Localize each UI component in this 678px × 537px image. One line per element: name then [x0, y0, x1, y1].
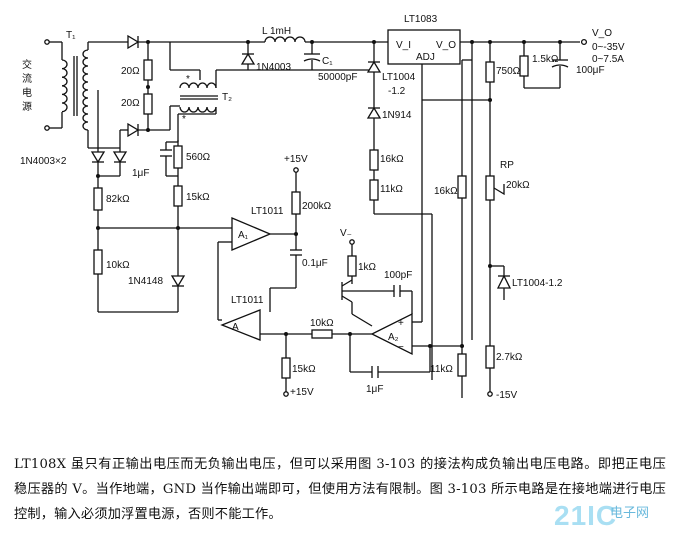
- figure-caption: LT108X 虽只有正输出电压而无负输出电压，但可以采用图 3-103 的接法构…: [14, 457, 666, 522]
- c1-val-label: 50000pF: [318, 72, 357, 83]
- r15k-b-label: 15kΩ: [292, 364, 316, 375]
- a2-label: A₂: [388, 332, 399, 343]
- reg-adj-label: ADJ: [416, 52, 435, 63]
- c1uf-a-label: 1μF: [132, 168, 149, 179]
- comparator-lt1011: A LT1011 10kΩ 15kΩ +15V 1μF: [220, 295, 430, 398]
- r20b-label: 20Ω: [121, 98, 140, 109]
- ac-source-char-3: 电: [22, 86, 32, 99]
- reg-vo-label: V_O: [436, 40, 456, 51]
- d-1n4003-bridge-label: 1N4003×2: [20, 156, 67, 167]
- watermark-sub: 电子网: [610, 506, 650, 521]
- r750-label: 750Ω: [496, 66, 521, 77]
- main-rail: L 1mH 1N4003 C₁ 50000pF LT1004 -1.2 1N91…: [170, 26, 432, 215]
- r560-c1uf: 560Ω 1μF 15kΩ 1N4148: [98, 140, 232, 313]
- t1-label: T₁: [66, 30, 76, 41]
- watermark-main: 21IC: [554, 500, 618, 531]
- output-network: V_O 0~-35V 0~7.5A 16kΩ 11kΩ 750Ω 1.5kΩ 1…: [430, 28, 625, 401]
- r200k-label: 200kΩ: [302, 201, 332, 212]
- r15k-a-label: 15kΩ: [186, 192, 210, 203]
- transformer-t1: T₁ 交 流 电 源: [22, 30, 89, 131]
- vo-range2-label: 0~7.5A: [592, 54, 624, 65]
- vo-range1-label: 0~-35V: [592, 42, 625, 53]
- r11k-b-label: 11kΩ: [430, 364, 453, 375]
- t2-star-1: *: [186, 74, 190, 85]
- circuit-schematic: T₁ 交 流 电 源 20Ω 20Ω: [20, 14, 625, 401]
- r10k-b-label: 10kΩ: [310, 318, 334, 329]
- v-minus-label: V₋: [340, 228, 352, 239]
- lt1004-a2-label: -1.2: [388, 86, 406, 97]
- c1-label: C₁: [322, 56, 333, 67]
- d-1n4003-label: 1N4003: [256, 62, 291, 73]
- r1-5k-label: 1.5kΩ: [532, 54, 559, 65]
- a2-minus: −: [398, 342, 404, 353]
- rp20k-label: 20kΩ: [506, 180, 530, 191]
- regulator-lt1083: LT1083 V_I V_O ADJ: [387, 14, 588, 101]
- r560-label: 560Ω: [186, 152, 211, 163]
- lt1004-b-label: LT1004-1.2: [512, 278, 563, 289]
- t2-star-2: *: [182, 114, 186, 125]
- a2-plus: +: [398, 318, 404, 329]
- r11k-a-label: 11kΩ: [380, 184, 403, 195]
- error-amp-a2: A₂ + − V₋ 1kΩ 100pF: [340, 100, 464, 372]
- r16k-a-label: 16kΩ: [380, 154, 404, 165]
- inductor-label: L 1mH: [262, 26, 291, 37]
- secondary-wiring: 20Ω 20Ω 1N4003×2 82kΩ 10kΩ: [20, 34, 170, 312]
- plus15v-b-label: +15V: [290, 387, 314, 398]
- rp-label: RP: [500, 160, 514, 171]
- r16k-b-label: 16kΩ: [434, 186, 458, 197]
- d-1n914-label: 1N914: [382, 110, 412, 121]
- r10k-a-label: 10kΩ: [106, 260, 130, 271]
- plus15v-a-label: +15V: [284, 154, 308, 165]
- vo-label: V_O: [592, 28, 612, 39]
- c100uf-label: 100μF: [576, 65, 605, 76]
- r82k-label: 82kΩ: [106, 194, 130, 205]
- r1k-label: 1kΩ: [358, 262, 377, 273]
- a1-label: A₁: [238, 230, 249, 241]
- comparator-a1: A₁ LT1011 +15V 200kΩ 0.1μF: [217, 154, 332, 321]
- ac-source-char-2: 流: [22, 72, 32, 85]
- ac-source-char-1: 交: [22, 58, 32, 71]
- reg-vi-label: V_I: [396, 40, 411, 51]
- ac-source-char-4: 源: [22, 100, 32, 113]
- r2-7k-label: 2.7kΩ: [496, 352, 523, 363]
- a2-left-label: A: [232, 322, 239, 333]
- lt1011-a-label: LT1011: [251, 206, 284, 217]
- lt1011-b-label: LT1011: [231, 295, 264, 306]
- c100pf-label: 100pF: [384, 270, 412, 281]
- transformer-t2: * * T₂: [169, 42, 248, 142]
- c1uf-b-label: 1μF: [366, 384, 383, 395]
- d-1n4148-label: 1N4148: [128, 276, 163, 287]
- c01uf-label: 0.1μF: [302, 258, 328, 269]
- minus15v-label: -15V: [496, 390, 517, 401]
- lt1004-a1-label: LT1004: [382, 72, 416, 83]
- t2-label: T₂: [222, 92, 232, 103]
- reg-name-label: LT1083: [404, 14, 438, 25]
- r20a-label: 20Ω: [121, 66, 140, 77]
- watermark-logo: 21IC 电子网: [554, 500, 672, 534]
